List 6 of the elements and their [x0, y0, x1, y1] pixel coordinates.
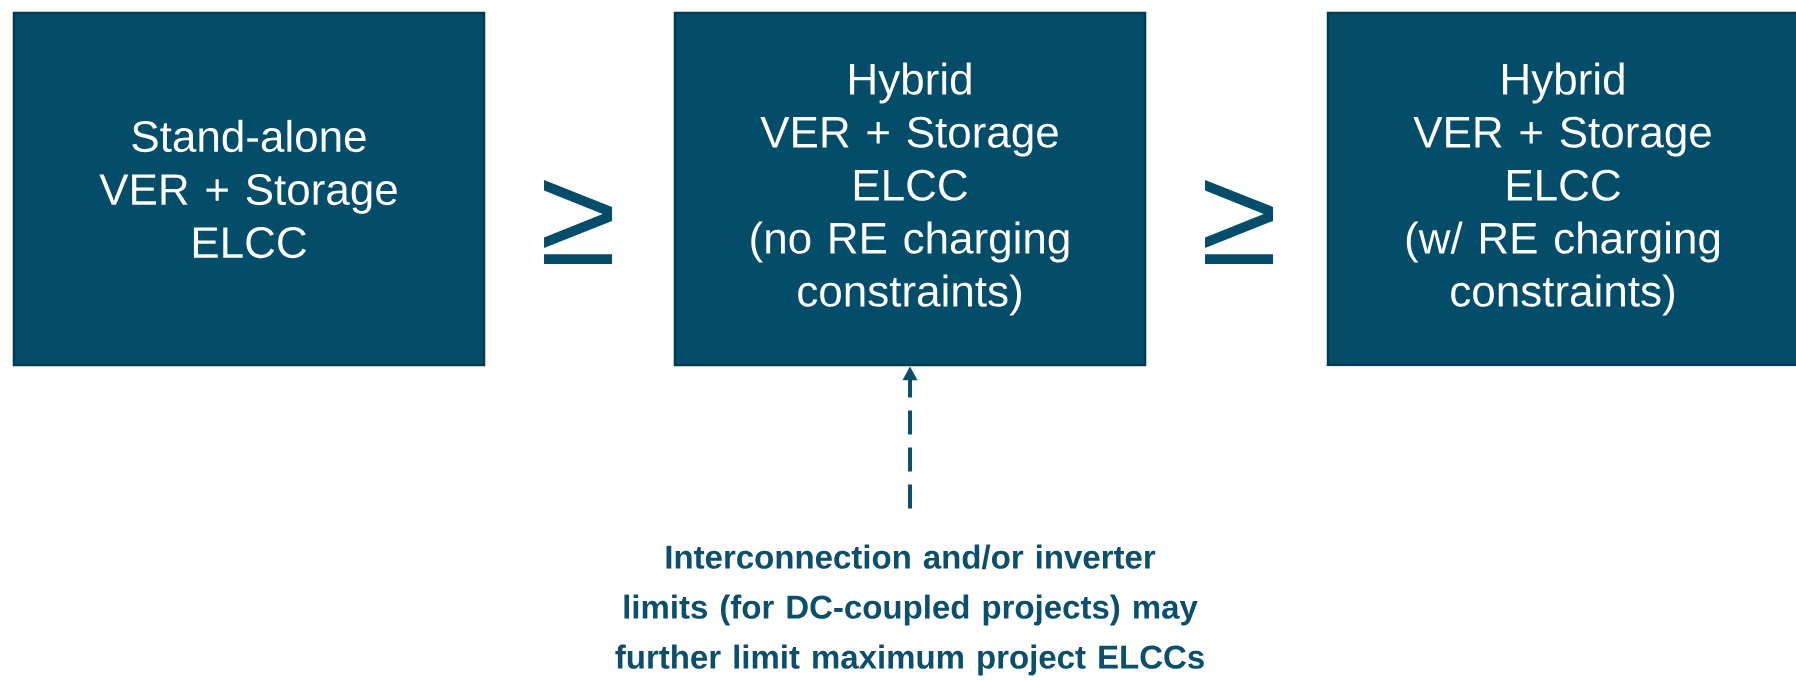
comparison-sign: ≥ [1205, 179, 1274, 265]
note-text: Interconnection and/or inverter limits (for DC-coupled projects) may further limit maximum project ELCCs [615, 544, 1204, 676]
process-box: Hybrid VER + Storage ELCC (w/ RE charging constraints) [1326, 11, 1796, 367]
process-box: Stand-alone VER + Storage ELCC [12, 11, 486, 367]
comparison-sign: ≥ [544, 179, 613, 265]
process-box: Hybrid VER + Storage ELCC (no RE charging constraints) [673, 11, 1147, 367]
